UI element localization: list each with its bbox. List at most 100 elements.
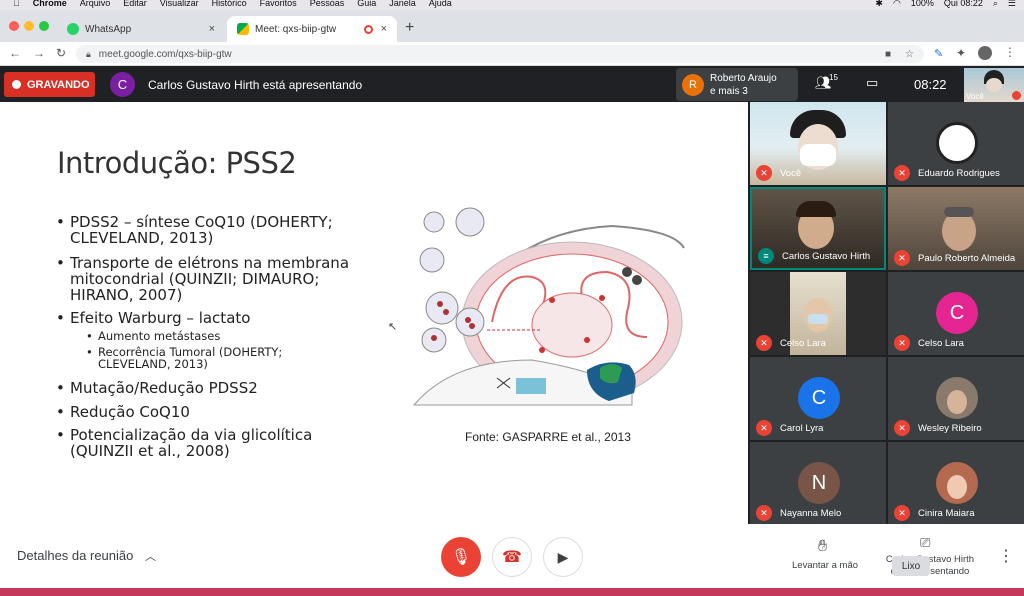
mic-off-icon: ✕ xyxy=(756,335,772,351)
extensions-puzzle-icon[interactable]: ✦ xyxy=(956,46,967,60)
participant-tile[interactable]: ✕ Cinira Maiara xyxy=(888,442,1024,525)
mic-off-icon: ✕ xyxy=(894,250,910,266)
extension-pen-icon[interactable]: ✎ xyxy=(934,48,944,60)
participant-name: Nayanna Melo xyxy=(780,508,842,519)
slide-bullet: Potencialização da via glicolítica (QUIN… xyxy=(56,427,356,459)
menu-visualizar[interactable]: Visualizar xyxy=(153,0,199,8)
menu-pessoas[interactable]: Pessoas xyxy=(302,0,345,8)
meeting-details-label: Detalhes da reunião xyxy=(17,548,134,563)
participant-tile[interactable]: ✕ Wesley Ribeiro xyxy=(888,357,1024,440)
tooltip: Lixo xyxy=(892,556,930,576)
tab-whatsapp[interactable]: WhatsApp × xyxy=(57,16,225,42)
spotlight-icon[interactable]: ⌕ xyxy=(992,0,998,8)
menu-ajuda[interactable]: Ajuda xyxy=(422,0,452,8)
reload-icon[interactable]: ↻ xyxy=(56,46,67,60)
menu-arquivo[interactable]: Arquivo xyxy=(73,0,111,8)
chat-icon[interactable]: ▭ xyxy=(866,75,879,90)
control-center-icon[interactable]: ☰ xyxy=(1007,0,1016,8)
mic-off-icon: ✕ xyxy=(894,165,910,181)
mic-off-icon: 🎙︎ xyxy=(450,549,472,566)
mouse-cursor-icon: ↖ xyxy=(388,321,398,333)
participant-tile[interactable]: C ✕ Carol Lyra xyxy=(750,357,886,440)
participant-tile[interactable]: ✕ Celso Lara xyxy=(750,272,886,355)
participant-avatar: C xyxy=(798,377,840,419)
macos-menubar:  Chrome Arquivo Editar Visualizar Histó… xyxy=(0,0,1024,10)
menubar-clock[interactable]: Qui 08:22 xyxy=(943,0,983,8)
participant-tile[interactable]: N ✕ Nayanna Melo xyxy=(750,442,886,525)
present-now-icon[interactable]: ⎚ xyxy=(920,535,931,550)
bookmark-star-icon[interactable]: ☆ xyxy=(905,48,914,60)
google-meet-icon xyxy=(237,23,249,35)
raise-hand-label[interactable]: Levantar a mão xyxy=(792,560,859,571)
window-minimize-button[interactable] xyxy=(24,21,34,31)
participant-avatar: N xyxy=(798,462,840,504)
browser-menu-icon[interactable]: ⋮ xyxy=(1004,45,1016,59)
participant-tile[interactable]: ✕ Eduardo Rodrigues xyxy=(888,102,1024,185)
participant-name: Wesley Ribeiro xyxy=(918,423,982,434)
address-bar[interactable]: 🔒︎ meet.google.com/qxs-biip-gtw ■ ☆ xyxy=(76,45,924,63)
meeting-details-button[interactable]: Detalhes da reunião ︿ xyxy=(17,548,156,564)
slide-sub-bullet: Aumento metástases xyxy=(86,330,316,342)
tab-close-icon[interactable]: × xyxy=(380,23,387,35)
leave-call-button[interactable]: ☎︎ xyxy=(492,537,532,577)
figure-source: Fonte: GASPARRE et al., 2013 xyxy=(465,430,631,444)
forward-icon[interactable]: → xyxy=(33,46,45,60)
meet-top-bar xyxy=(0,66,1024,102)
menu-janela[interactable]: Janela xyxy=(382,0,416,8)
url-text: meet.google.com/qxs-biip-gtw xyxy=(98,48,232,60)
apple-menu-icon[interactable]:  xyxy=(13,0,20,8)
raised-hand-more: e mais 3 xyxy=(710,86,748,97)
menu-app-name[interactable]: Chrome xyxy=(26,0,67,8)
browser-tab-strip xyxy=(0,10,1024,42)
slide-title: Introdução: PSS2 xyxy=(57,146,297,180)
participant-name: Cinira Maiara xyxy=(918,508,975,519)
participant-avatar: C xyxy=(936,292,978,334)
menu-historico[interactable]: Histórico xyxy=(204,0,247,8)
people-icon[interactable]: 👥︎ xyxy=(815,75,832,90)
hang-up-icon: ☎︎ xyxy=(502,549,522,566)
presenter-avatar: C xyxy=(110,72,135,97)
participant-avatar xyxy=(936,377,978,419)
menu-favoritos[interactable]: Favoritos xyxy=(252,0,297,8)
camera-permission-icon[interactable]: ■ xyxy=(884,48,892,60)
participant-count: 15 xyxy=(829,73,838,82)
participant-tile[interactable]: ✕ Paulo Roberto Almeida xyxy=(888,187,1024,270)
lock-icon[interactable]: 🔒︎ xyxy=(86,48,91,59)
self-view-label: Você xyxy=(966,92,984,101)
bluetooth-icon[interactable]: ✱ xyxy=(875,0,883,8)
meeting-clock: 08:22 xyxy=(914,77,947,92)
microphone-toggle-button[interactable]: 🎙︎ xyxy=(441,537,481,577)
participant-name: Carol Lyra xyxy=(780,423,824,434)
camera-icon: ▶ xyxy=(557,548,569,565)
more-options-icon[interactable]: ⋮ xyxy=(998,548,1014,565)
back-icon[interactable]: ← xyxy=(9,46,21,60)
window-zoom-button[interactable] xyxy=(39,21,49,31)
menu-guia[interactable]: Guia xyxy=(350,0,376,8)
mic-off-icon: ✕ xyxy=(894,505,910,521)
profile-avatar[interactable] xyxy=(978,46,992,60)
mic-off-icon: ✕ xyxy=(756,505,772,521)
recording-indicator-icon xyxy=(363,24,373,34)
raised-hand-avatar: R xyxy=(682,74,704,96)
slide-bullet: Redução CoQ10 xyxy=(56,404,356,420)
mic-off-icon: ✕ xyxy=(756,420,772,436)
recording-badge[interactable]: GRAVANDO xyxy=(4,72,95,97)
raise-hand-icon[interactable]: ✋︎ xyxy=(818,538,828,555)
new-tab-button[interactable]: + xyxy=(405,19,415,36)
tab-meet[interactable]: Meet: qxs-biip-gtw × xyxy=(227,16,397,42)
participant-tile[interactable]: ✕ Você xyxy=(750,102,886,185)
menu-editar[interactable]: Editar xyxy=(116,0,147,8)
battery-percent[interactable]: 100% xyxy=(910,0,934,8)
wifi-icon[interactable]: ◠ xyxy=(892,0,901,8)
participant-tile-speaking[interactable]: ≡ Carlos Gustavo Hirth xyxy=(750,187,886,270)
window-close-button[interactable] xyxy=(9,21,19,31)
participant-name: Paulo Roberto Almeida xyxy=(918,253,1016,264)
raised-hand-names: Roberto Araujo e mais 3 xyxy=(710,72,777,98)
self-view-thumbnail[interactable]: Você xyxy=(964,68,1024,102)
camera-toggle-button[interactable]: ▶ xyxy=(543,537,583,577)
tab-label: WhatsApp xyxy=(85,23,132,35)
participant-tile[interactable]: C ✕ Celso Lara xyxy=(888,272,1024,355)
participant-avatar xyxy=(936,462,978,504)
tab-close-icon[interactable]: × xyxy=(208,23,215,35)
raised-hand-name: Roberto Araujo xyxy=(710,73,777,84)
